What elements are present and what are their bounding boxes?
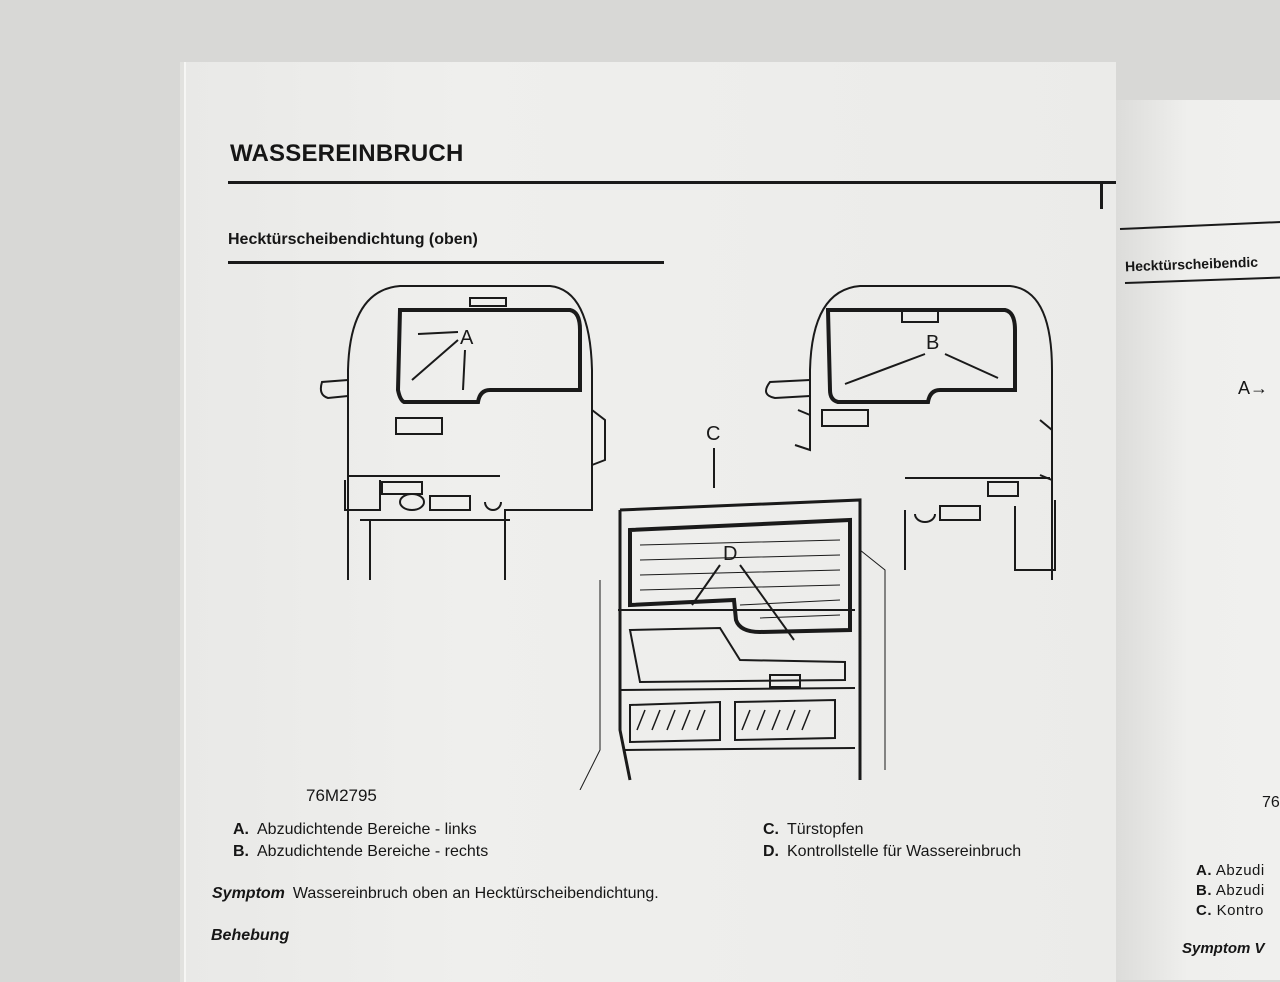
vehicle-rear-left-view: [319, 285, 606, 580]
legend-key: A.: [1196, 862, 1212, 879]
tailgate-diagram: A B C D: [319, 285, 1056, 790]
legend-text: Kontrollstelle für Wassereinbruch: [787, 843, 1022, 860]
callout-a-arrows: [411, 331, 466, 391]
callout-d: D: [723, 543, 737, 565]
legend-key: D.: [763, 843, 779, 860]
legend-key: B.: [233, 843, 249, 860]
callout-b: B: [926, 332, 939, 354]
section-subtitle: Hecktürscheibendichtung (oben): [228, 231, 478, 248]
facing-legend-c: C. Kontro: [1196, 902, 1264, 919]
tailgate-door-view: [579, 498, 886, 790]
figure-code: 76M2795: [306, 786, 377, 805]
legend-key: C.: [1196, 902, 1212, 919]
legend-key: B.: [1196, 882, 1212, 899]
right-page: [1116, 100, 1280, 980]
facing-figure-code: 76: [1262, 794, 1280, 811]
legend-text: Türstopfen: [787, 821, 864, 838]
legend-key: A.: [233, 821, 249, 838]
legend-text: Abzudichtende Bereiche - rechts: [257, 843, 489, 860]
legend-key: C.: [763, 821, 779, 838]
facing-legend-a: A. Abzudi: [1196, 862, 1265, 879]
symptom-label: Symptom: [212, 885, 285, 902]
legend-text: Abzudichtende Bereiche - links: [257, 821, 477, 838]
callout-d-arrows: [691, 564, 795, 641]
title-rule: [228, 181, 1116, 184]
legend-text: Abzudi: [1215, 862, 1265, 879]
legend-item-b: B. Abzudichtende Bereiche - rechts: [233, 843, 488, 861]
remedy-heading: Behebung: [211, 927, 290, 944]
callout-a: A: [460, 327, 474, 349]
legend-text: Kontro: [1216, 902, 1264, 919]
title-rule-tick: [1100, 181, 1103, 209]
legend-text: Abzudi: [1215, 882, 1265, 899]
facing-callout-a: A→: [1238, 378, 1268, 399]
facing-symptom: Symptom V: [1182, 940, 1265, 957]
callout-b-arrows: [844, 353, 999, 385]
vehicle-rear-right-view: [765, 285, 1056, 580]
legend-item-a: A. Abzudichtende Bereiche - links: [233, 821, 477, 839]
subtitle-rule: [228, 261, 664, 264]
legend-item-d: D. Kontrollstelle für Wassereinbruch: [763, 843, 1021, 861]
arrow-right-icon: →: [1250, 378, 1269, 398]
callout-c: C: [706, 423, 720, 445]
symptom-text: Wassereinbruch oben an Hecktürscheibendi…: [292, 885, 659, 902]
symptom-paragraph: Symptom Wassereinbruch oben an Hecktürsch…: [212, 885, 659, 903]
facing-callout-label: A: [1238, 378, 1251, 398]
page-title: WASSEREINBRUCH: [230, 140, 464, 167]
facing-legend-b: B. Abzudi: [1196, 882, 1265, 899]
legend-item-c: C. Türstopfen: [763, 821, 863, 839]
left-page: [186, 62, 1116, 982]
